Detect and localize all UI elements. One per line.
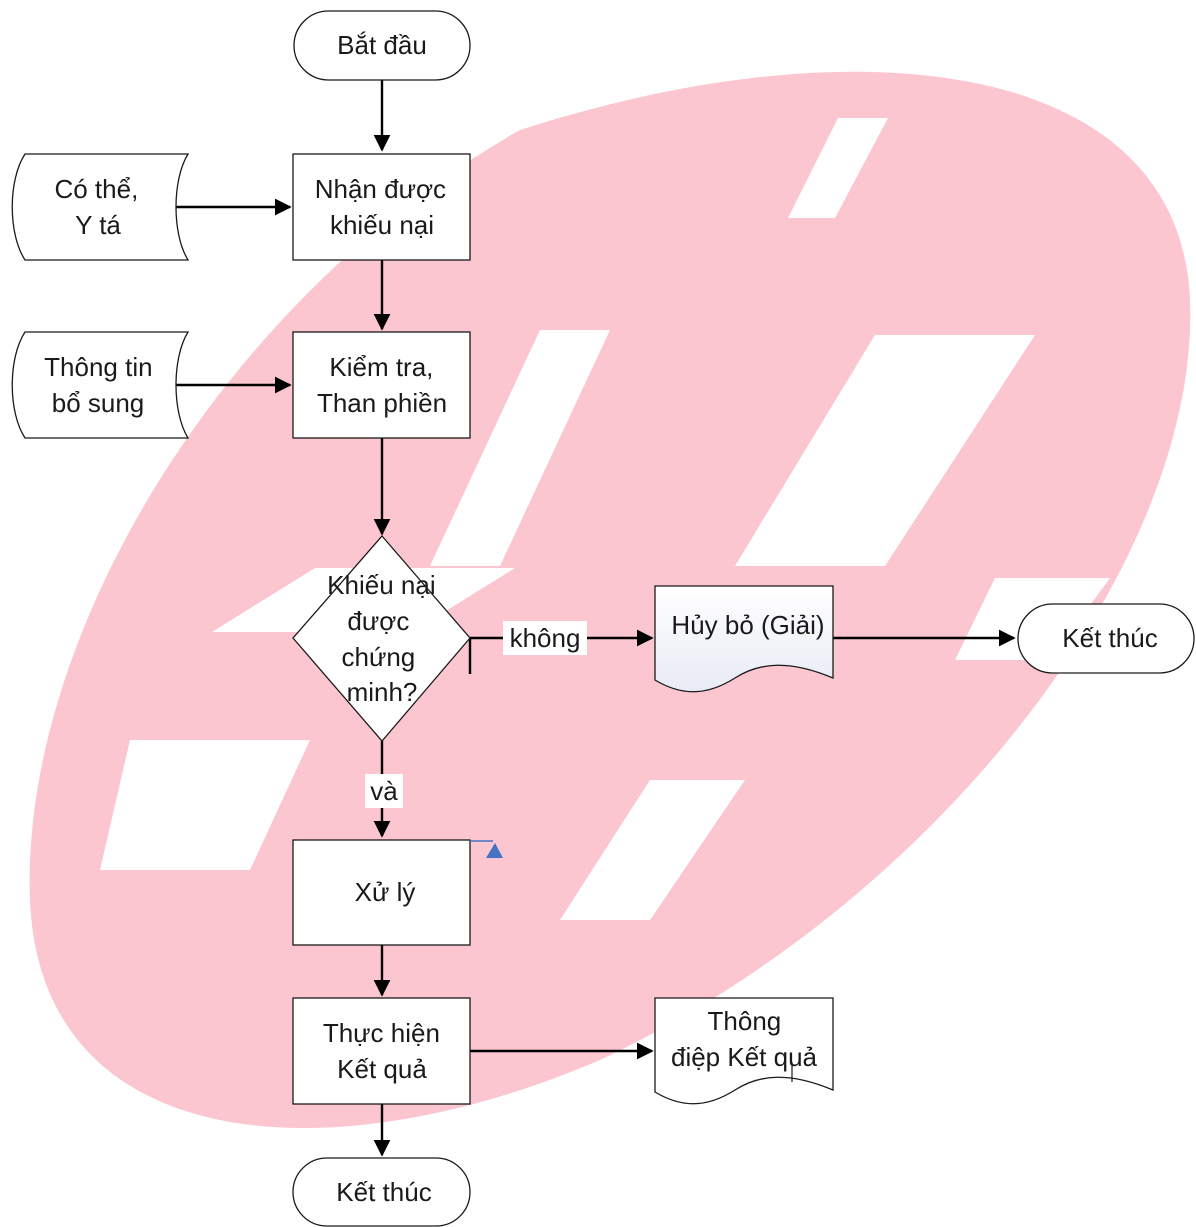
process-node: Xử lý [292, 839, 471, 946]
cancel-label: Hủy bỏ (Giải) [671, 610, 824, 640]
svg-text:Thông tin bổ sung: Thông tin bổ sung [44, 352, 160, 418]
input-info-line-2: bổ sung [52, 388, 145, 418]
process-label: Xử lý [355, 877, 416, 907]
connector-marker [470, 840, 503, 858]
check-node: Kiểm tra, Than phiền [292, 331, 471, 439]
execute-line-1: Thực hiện [323, 1018, 440, 1048]
svg-text:Có thể, Y tá: Có thể, Y tá [54, 174, 145, 240]
decision-line-4: minh? [347, 677, 418, 707]
execute-node: Thực hiện Kết quả [292, 997, 471, 1105]
start-label: Bắt đầu [337, 30, 427, 60]
receive-node: Nhận được khiếu nại [292, 153, 471, 261]
end-bottom-label: Kết thúc [336, 1177, 431, 1207]
svg-text:Thực hiện Kết quả: Thực hiện Kết quả [323, 1018, 447, 1084]
input-patient-node: Có thể, Y tá [11, 153, 190, 261]
edge-label-yes: và [365, 774, 403, 808]
result-document-node: Thông điệp Kết quả [654, 997, 834, 1105]
result-line-2: điệp Kết quả [671, 1042, 818, 1072]
end-right-label: Kết thúc [1062, 623, 1157, 653]
receive-line-1: Nhận được [315, 174, 446, 204]
execute-line-2: Kết quả [337, 1054, 427, 1084]
decision-line-3: chứng [341, 642, 415, 672]
result-line-1: Thông [708, 1006, 782, 1036]
start-node: Bắt đầu [293, 10, 471, 81]
end-right-node: Kết thúc [1017, 603, 1195, 674]
svg-text:Nhận được khiếu nại: Nhận được khiếu nại [315, 174, 454, 240]
edge-label-no-text: không [510, 623, 581, 653]
svg-text:Thông điệp Kết quả: Thông điệp Kết quả [671, 1006, 818, 1072]
input-info-node: Thông tin bổ sung [11, 331, 190, 439]
decision-node: Khiếu nại được chứng minh? [292, 535, 471, 742]
input-info-line-1: Thông tin [44, 352, 152, 382]
receive-line-2: khiếu nại [330, 210, 434, 240]
input-patient-line-1: Có thể, [54, 174, 138, 204]
decision-line-2: được [347, 606, 409, 636]
input-patient-line-2: Y tá [75, 210, 121, 240]
svg-text:Khiếu nại được chứ: Khiếu nại được chứng minh? [327, 570, 443, 707]
edge-label-no: không [503, 621, 587, 655]
watermark-logo [29, 71, 1191, 1129]
check-line-2: Than phiền [317, 388, 447, 418]
cancel-document-node: Hủy bỏ (Giải) [654, 585, 834, 693]
svg-text:Kiểm tra, Than phiền: Kiểm tra, Than phiền [317, 352, 447, 418]
end-bottom-node: Kết thúc [292, 1157, 471, 1227]
decision-line-1: Khiếu nại [327, 570, 435, 600]
edge-label-yes-text: và [370, 776, 398, 806]
check-line-1: Kiểm tra, [329, 352, 433, 382]
